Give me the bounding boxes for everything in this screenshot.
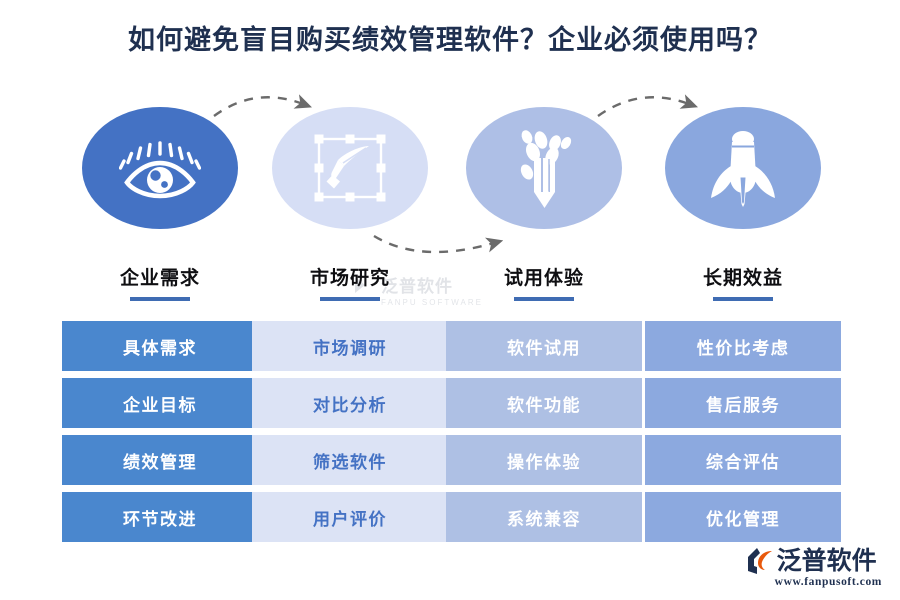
icon-circle-1 [82, 106, 238, 229]
column-trial-experience: 试用体验 软件试用 软件功能 操作体验 系统兼容 [446, 100, 642, 549]
brand-logo: 泛普软件 www.fanpusoft.com [744, 547, 882, 588]
icon-circle-3 [466, 106, 622, 229]
heading-underline-1 [130, 297, 190, 301]
column-heading-2: 市场研究 [309, 268, 390, 289]
heading-underline-3 [514, 297, 574, 301]
icon-circle-4 [665, 106, 821, 229]
growing-pencil-icon [520, 129, 572, 208]
item-box[interactable]: 对比分析 [252, 378, 448, 428]
eye-icon [119, 140, 201, 198]
item-box[interactable]: 优化管理 [645, 492, 841, 542]
box-list-1: 具体需求 企业目标 绩效管理 环节改进 [62, 321, 258, 542]
item-box[interactable]: 筛选软件 [252, 435, 448, 485]
fanpu-logo-icon [744, 547, 774, 575]
heading-underline-4 [713, 297, 773, 301]
column-enterprise-needs: 企业需求 具体需求 企业目标 绩效管理 环节改进 [62, 100, 258, 549]
icon-circle-wrap-1 [62, 100, 258, 235]
icon-circle-2 [272, 106, 428, 229]
icon-circle-wrap-2 [252, 100, 448, 235]
item-box[interactable]: 操作体验 [446, 435, 642, 485]
page-title: 如何避免盲目购买绩效管理软件？企业必须使用吗？ [128, 25, 772, 55]
item-box[interactable]: 绩效管理 [62, 435, 258, 485]
item-box[interactable]: 企业目标 [62, 378, 258, 428]
item-box[interactable]: 性价比考虑 [645, 321, 841, 371]
item-box[interactable]: 售后服务 [645, 378, 841, 428]
logo-name: 泛普软件 [776, 546, 877, 575]
icon-circle-wrap-3 [446, 100, 642, 235]
item-box[interactable]: 环节改进 [62, 492, 258, 542]
box-list-4: 性价比考虑 售后服务 综合评估 优化管理 [645, 321, 841, 542]
pen-tool-icon [314, 134, 386, 201]
item-box[interactable]: 软件试用 [446, 321, 642, 371]
heading-underline-2 [320, 297, 380, 301]
rocket-icon [711, 130, 775, 207]
logo-url: www.fanpusoft.com [774, 576, 882, 588]
box-list-3: 软件试用 软件功能 操作体验 系统兼容 [446, 321, 642, 542]
item-box[interactable]: 系统兼容 [446, 492, 642, 542]
box-list-2: 市场调研 对比分析 筛选软件 用户评价 [252, 321, 448, 542]
column-long-term-benefit: 长期效益 性价比考虑 售后服务 综合评估 优化管理 [645, 100, 841, 549]
item-box[interactable]: 软件功能 [446, 378, 642, 428]
column-market-research: 市场研究 市场调研 对比分析 筛选软件 用户评价 [252, 100, 448, 549]
column-heading-3: 试用体验 [503, 268, 584, 289]
item-box[interactable]: 市场调研 [252, 321, 448, 371]
icon-circle-wrap-4 [645, 100, 841, 235]
column-heading-1: 企业需求 [119, 268, 200, 289]
item-box[interactable]: 综合评估 [645, 435, 841, 485]
item-box[interactable]: 用户评价 [252, 492, 448, 542]
column-heading-4: 长期效益 [702, 268, 783, 289]
item-box[interactable]: 具体需求 [62, 321, 258, 371]
